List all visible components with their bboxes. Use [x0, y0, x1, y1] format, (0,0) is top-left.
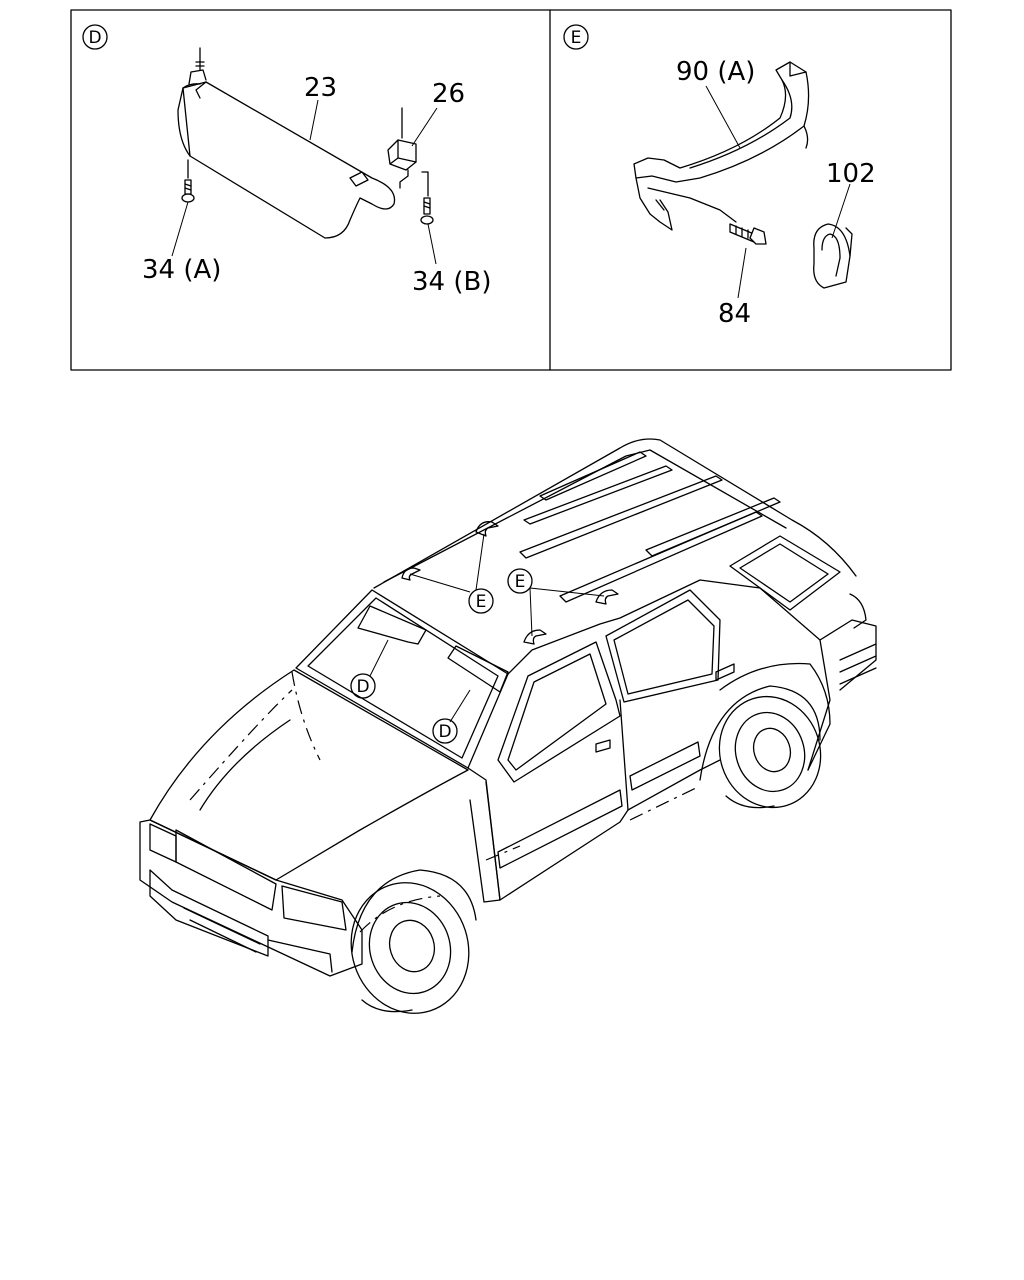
- suv-illustration: [139, 438, 877, 1014]
- leader-23: [309, 99, 319, 141]
- visor-holder: [387, 107, 429, 197]
- detail-panels-frame: [70, 9, 952, 371]
- label-90a: 90 (A): [676, 57, 755, 87]
- roof-grips: [401, 521, 619, 645]
- label-102: 102: [826, 159, 876, 189]
- callout-e-1-text: E: [476, 592, 487, 612]
- callout-e-1: E: [468, 588, 494, 614]
- assist-grip: [633, 61, 810, 231]
- screw-34b: [420, 197, 434, 225]
- callout-e-2: E: [507, 568, 533, 594]
- panel-e-marker-text: E: [571, 28, 582, 48]
- label-84: 84: [718, 299, 751, 329]
- rear-wheel: [699, 685, 822, 809]
- vehicle-callouts: E E D D: [350, 533, 605, 744]
- leader-34b: [427, 223, 437, 265]
- panel-e: E 90 (A) 102 84: [563, 24, 876, 329]
- callout-d-2: D: [432, 718, 458, 744]
- label-26: 26: [432, 79, 465, 109]
- panel-d-marker-text: D: [88, 28, 101, 48]
- leader-90a: [705, 85, 741, 149]
- front-wheel: [350, 869, 477, 1014]
- leader-84: [737, 247, 747, 299]
- leader-102: [831, 183, 851, 239]
- panel-d-marker: D: [82, 24, 108, 50]
- callout-d-1-text: D: [356, 677, 369, 697]
- label-23: 23: [304, 73, 337, 103]
- screw-34a: [181, 159, 195, 203]
- sun-visor: [177, 47, 396, 239]
- clip-102: [813, 223, 853, 289]
- bolt-84: [729, 223, 767, 245]
- label-34b: 34 (B): [412, 267, 491, 297]
- callout-d-2-text: D: [438, 722, 451, 742]
- callout-d-1: D: [350, 673, 376, 699]
- leader-26: [411, 107, 438, 147]
- panel-d: D: [82, 24, 491, 297]
- callout-e-2-text: E: [515, 572, 526, 592]
- leader-34a: [171, 201, 189, 257]
- panel-e-marker: E: [563, 24, 589, 50]
- label-34a: 34 (A): [142, 255, 221, 285]
